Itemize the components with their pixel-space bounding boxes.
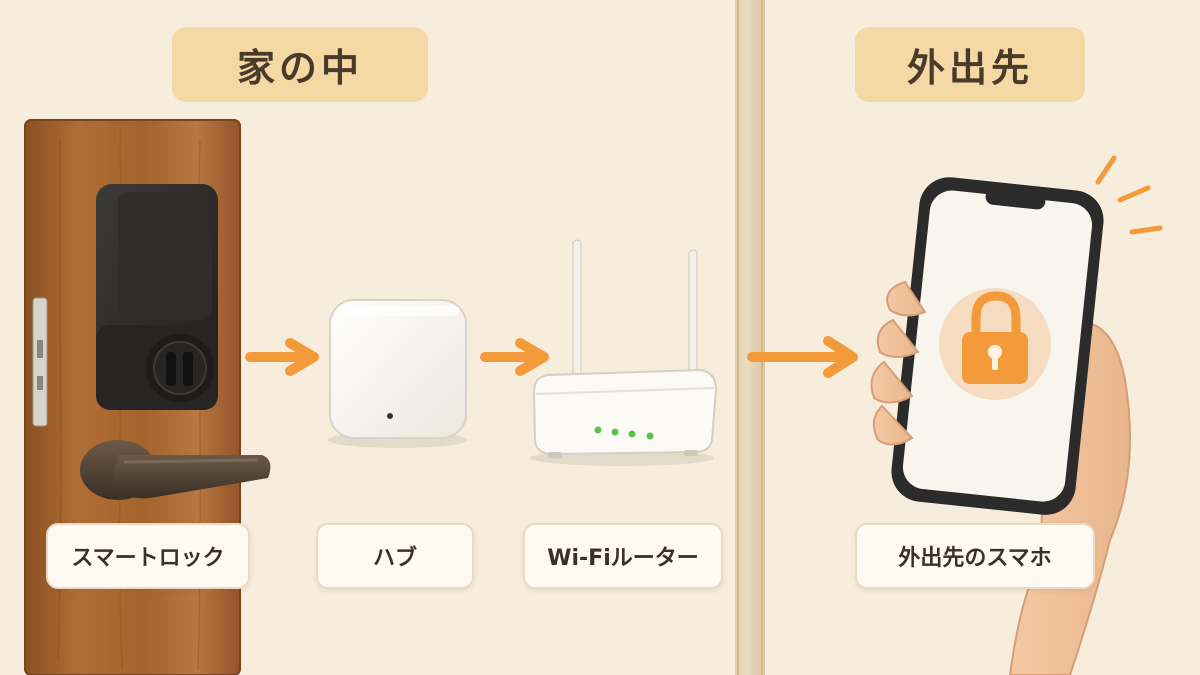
wifi-router-icon	[530, 239, 718, 466]
door-handle	[80, 440, 271, 500]
label-smart-lock: スマートロック	[46, 523, 250, 589]
section-title-home: 家の中	[172, 27, 428, 102]
smart-lock-icon	[96, 184, 218, 410]
notification-spark	[1095, 155, 1163, 235]
arrow-right-icon	[747, 336, 858, 378]
padlock-icon	[962, 291, 1028, 384]
arrow-right-icon	[480, 338, 549, 376]
label-phone: 外出先のスマホ	[855, 523, 1095, 589]
section-divider	[735, 0, 765, 675]
label-wifi-router: Wi-Fiルーター	[523, 523, 723, 589]
hub-icon	[328, 299, 468, 448]
label-hub: ハブ	[316, 523, 474, 589]
arrow-right-icon	[245, 338, 319, 376]
fingers	[870, 280, 927, 446]
section-title-away: 外出先	[855, 27, 1085, 102]
